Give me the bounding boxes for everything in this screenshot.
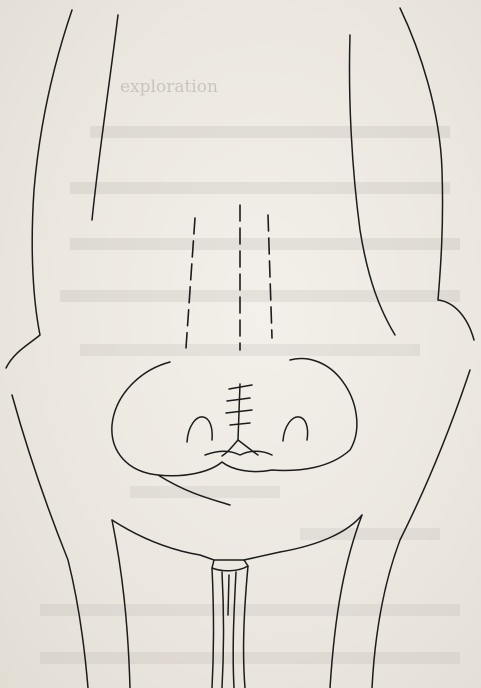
tendon-dashed-line-right: [268, 215, 272, 338]
tendon-dashed-line-left: [186, 218, 195, 348]
left-meniscus: [187, 417, 212, 442]
tibia-right-contour: [244, 566, 248, 688]
right-meniscus: [283, 417, 308, 441]
bleed-through-text: exploration: [40, 77, 460, 664]
patellar-ligament-right: [233, 572, 236, 688]
tibial-tubercle: [212, 560, 248, 571]
left-leg-outline: [12, 395, 88, 688]
femoral-condyles-outline: [112, 359, 357, 476]
left-thigh-outline: [6, 10, 72, 368]
tibia-left-contour: [212, 568, 214, 688]
intercondylar-curve: [205, 451, 272, 455]
patellar-ligament-left: [222, 572, 224, 688]
ligament-fiber-line: [228, 575, 229, 615]
bleed-through-latin-word: exploration: [120, 77, 218, 97]
